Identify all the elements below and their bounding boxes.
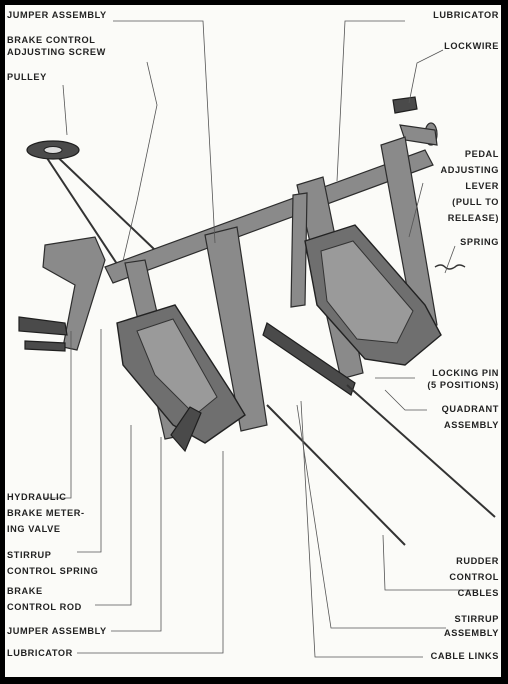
label-brake-rod-1: BRAKE [7,586,43,596]
label-stirrup-assembly-1: STIRRUP [454,614,499,624]
diagram-frame: JUMPER ASSEMBLY BRAKE CONTROL ADJUSTING … [5,5,501,677]
label-quadrant-1: QUADRANT [441,404,499,414]
leader-pulley [62,84,68,136]
torque-tube-upper [399,124,438,146]
right-pedal-arm-3 [290,192,308,308]
label-pedal-lever-3: LEVER [465,181,499,191]
leader-spring [444,245,456,274]
label-pedal-lever-4: (PULL TO [452,197,499,207]
label-hydraulic-2: BRAKE METER- [7,508,85,518]
label-spring: SPRING [460,237,499,247]
left-heel-rest [170,406,202,453]
leader-jumper-top [113,20,216,244]
label-pulley: PULLEY [7,72,47,82]
label-jumper-assembly-top: JUMPER ASSEMBLY [7,10,107,20]
label-locking-pin-2: (5 POSITIONS) [427,380,499,390]
right-stirrup-inner [320,240,414,344]
label-stirrup-spring-2: CONTROL SPRING [7,566,99,576]
label-rudder-cables-3: CABLES [457,588,499,598]
label-stirrup-spring-1: STIRRUP [7,550,52,560]
leader-lubricator-bottom [77,451,224,654]
label-locking-pin-1: LOCKING PIN [432,368,499,378]
pulley-cable-upper [44,144,156,251]
left-stirrup-inner [136,318,218,416]
leader-hydraulic [43,331,72,499]
label-lubricator-top: LUBRICATOR [433,10,499,20]
return-spring [434,264,466,270]
label-pedal-lever-2: ADJUSTING [440,165,499,175]
label-pedal-lever-5: RELEASE) [447,213,499,223]
leader-quadrant [384,389,427,411]
rudder-cable-left [266,404,406,546]
leader-jumper-bottom [111,437,162,632]
leader-stirrup-assembly [296,404,446,629]
leader-brake-screw [122,61,158,262]
left-pedal-arm-2 [204,226,268,432]
leader-brake-rod [95,425,132,606]
label-cable-links: CABLE LINKS [430,651,499,661]
label-hydraulic-1: HYDRAULIC [7,492,67,502]
left-bracket [42,236,106,351]
lockwire-bracket [392,96,418,114]
leader-rudder-cables [382,534,478,591]
pulley-hub [43,146,63,154]
label-lubricator-bottom: LUBRICATOR [7,648,73,658]
label-pedal-lever-1: PEDAL [464,149,499,159]
label-brake-rod-2: CONTROL ROD [7,602,82,612]
label-quadrant-2: ASSEMBLY [443,420,499,430]
leader-lubricator-top [336,20,405,182]
right-pedal-arm-2 [380,136,438,332]
leader-cable-links [300,400,423,658]
pulley-cable-lower [44,154,124,274]
label-hydraulic-3: ING VALVE [7,524,61,534]
label-brake-control-screw-1: BRAKE CONTROL [7,35,96,45]
rudder-cable-right [346,384,496,518]
leader-lockwire [408,49,444,104]
label-lockwire: LOCKWIRE [444,41,499,51]
label-stirrup-assembly-2: ASSEMBLY [443,628,499,638]
metering-valve-arm [18,316,68,336]
label-jumper-assembly-bottom: JUMPER ASSEMBLY [7,626,107,636]
leader-pedal-lever [408,182,424,238]
leader-stirrup-spring [77,329,102,553]
metering-valve-arm-2 [24,340,66,352]
label-rudder-cables-2: CONTROL [449,572,499,582]
label-brake-control-screw-2: ADJUSTING SCREW [7,47,106,57]
label-rudder-cables-1: RUDDER [456,556,499,566]
rudder-pedal-illustration [18,20,496,658]
quadrant-bar [262,322,356,396]
